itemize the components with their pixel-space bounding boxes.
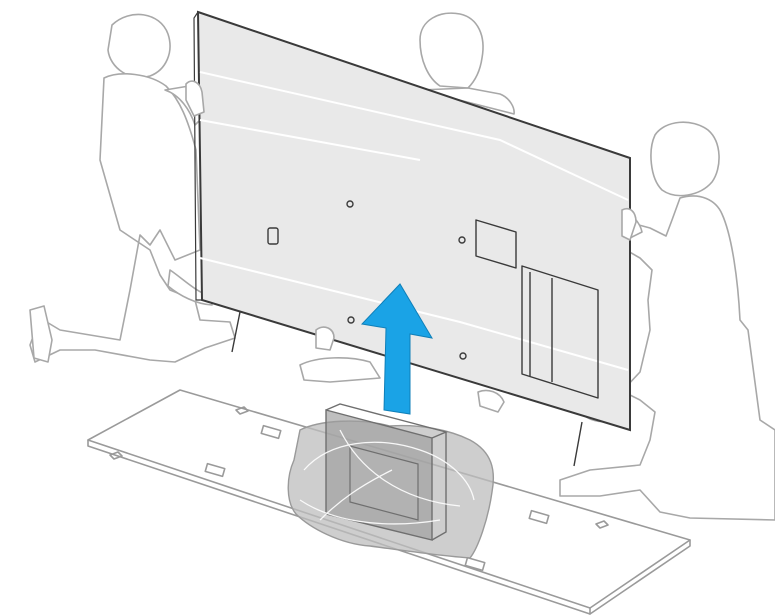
tv-back-panel — [194, 12, 630, 466]
packing-material — [288, 404, 493, 558]
